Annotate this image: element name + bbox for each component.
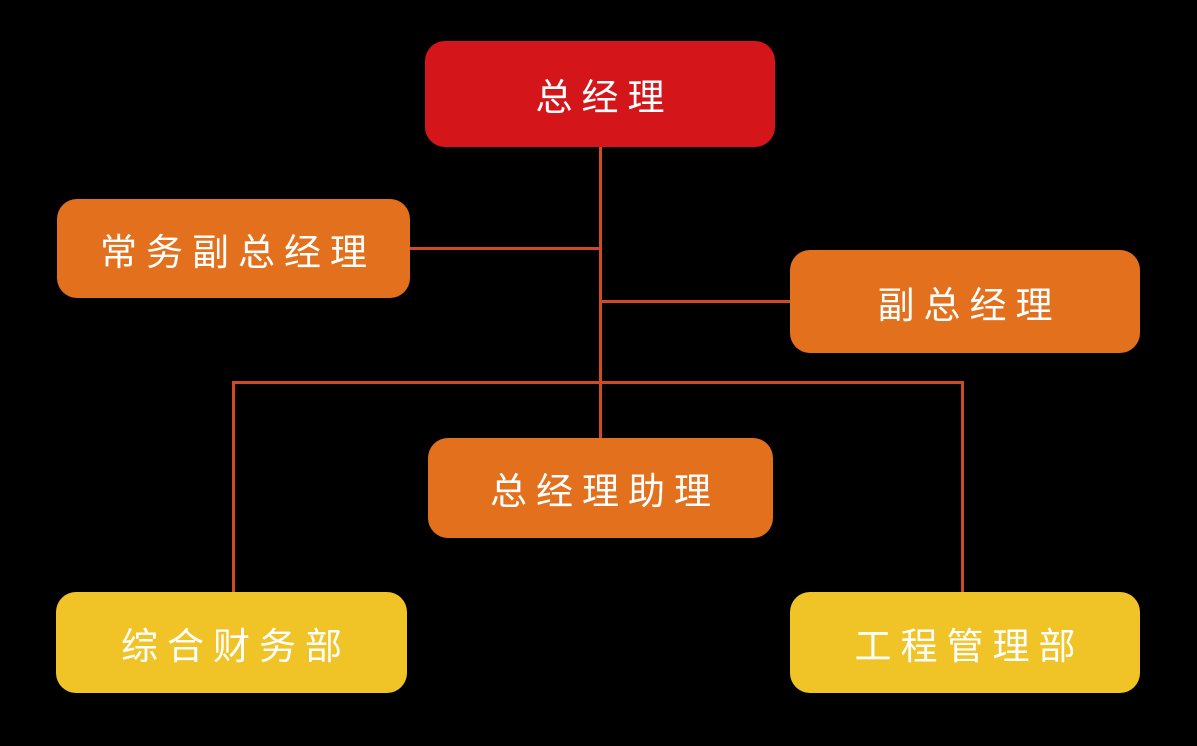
connector-engineering-dept-drop bbox=[961, 381, 964, 592]
connector-finance-dept-drop bbox=[232, 381, 235, 592]
org-node-general-manager-assistant: 总经理助理 bbox=[428, 438, 773, 538]
org-node-deputy-general-manager: 副总经理 bbox=[790, 250, 1140, 353]
org-node-general-manager: 总经理 bbox=[425, 41, 775, 147]
org-node-engineering-management-department: 工程管理部 bbox=[790, 592, 1140, 693]
org-node-label: 副总经理 bbox=[877, 284, 1062, 326]
connector-executive-deputy-gm bbox=[410, 247, 600, 250]
connector-root-vertical bbox=[599, 147, 602, 438]
org-node-label: 总经理助理 bbox=[490, 471, 720, 512]
org-node-label: 综合财务部 bbox=[121, 625, 351, 667]
org-node-label: 总经理 bbox=[535, 77, 674, 118]
org-node-label: 工程管理部 bbox=[854, 625, 1085, 667]
connector-department-branch bbox=[232, 381, 964, 384]
org-node-label: 常务副总经理 bbox=[100, 231, 376, 273]
connector-deputy-gm bbox=[600, 300, 790, 303]
org-node-executive-deputy-general-manager: 常务副总经理 bbox=[57, 199, 410, 298]
org-node-comprehensive-finance-department: 综合财务部 bbox=[56, 592, 407, 693]
